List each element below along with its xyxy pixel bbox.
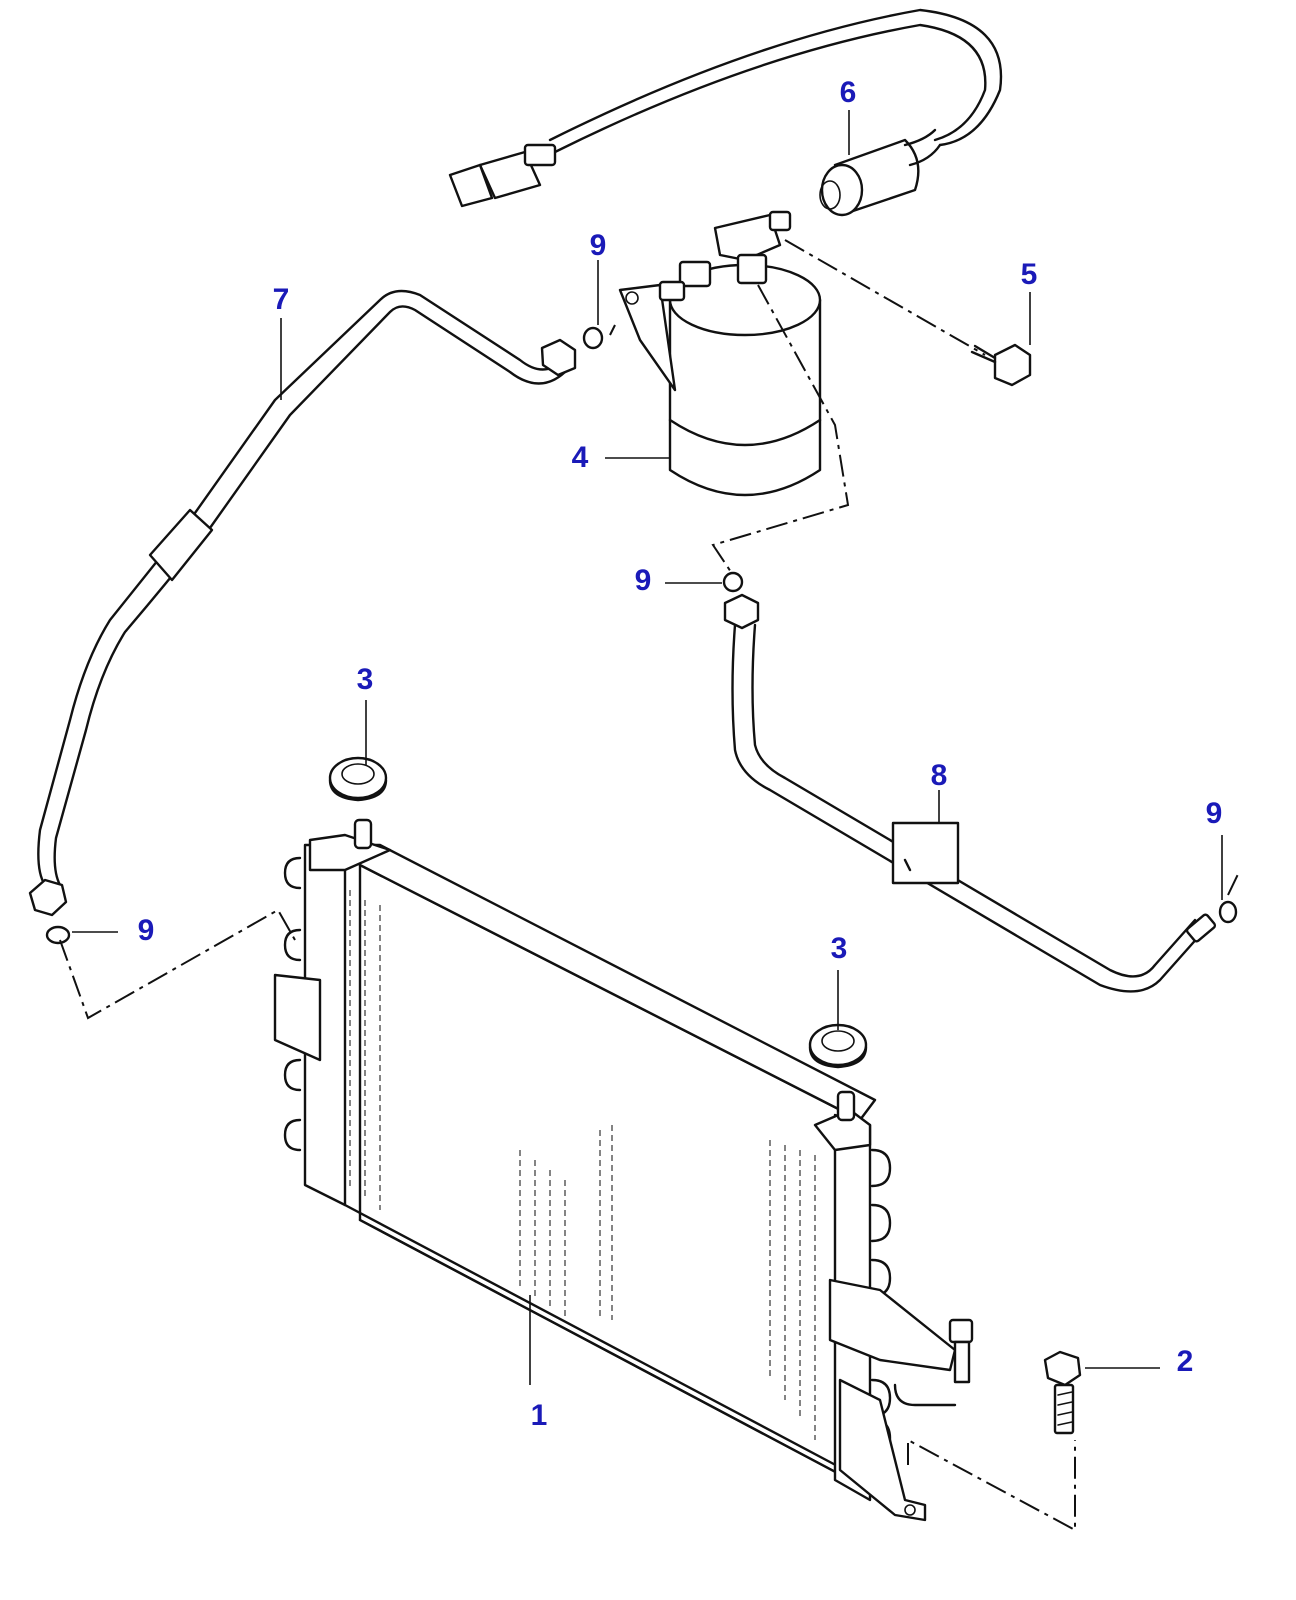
oring-top (582, 326, 604, 350)
leader-lines (72, 110, 1223, 1385)
callout-grommet-left: 3 (357, 663, 374, 696)
callout-grommet-right: 3 (831, 932, 848, 965)
hose-left (28, 289, 577, 917)
oring-right (1218, 900, 1238, 924)
callout-receiver-dryer: 4 (572, 441, 589, 474)
callout-oring-left: 9 (138, 914, 155, 947)
receiver-dryer (618, 210, 822, 497)
screw (970, 343, 1032, 387)
callout-hose-left: 7 (273, 283, 290, 316)
oring-left (45, 925, 71, 945)
bolt (1043, 1350, 1082, 1435)
wire-harness (448, 8, 1003, 208)
callout-pressure-switch: 6 (840, 76, 857, 109)
callout-bolt: 2 (1177, 1345, 1194, 1378)
callout-oring-right: 9 (1206, 797, 1223, 830)
condenser (273, 818, 974, 1522)
callout-oring-mid: 9 (635, 564, 652, 597)
oring-mid (722, 571, 744, 593)
grommet-left (328, 756, 388, 802)
pipe-right (723, 593, 1217, 993)
grommet-right (808, 1023, 868, 1069)
pressure-switch (819, 128, 942, 217)
callout-condenser: 1 (531, 1399, 548, 1432)
assembly-lines (59, 239, 1241, 1532)
callouts: 1 2 3 3 4 5 6 7 8 9 9 9 9 (138, 76, 1223, 1432)
callout-screw: 5 (1021, 258, 1038, 291)
callout-pipe-right: 8 (931, 759, 948, 792)
callout-oring-top: 9 (590, 229, 607, 262)
